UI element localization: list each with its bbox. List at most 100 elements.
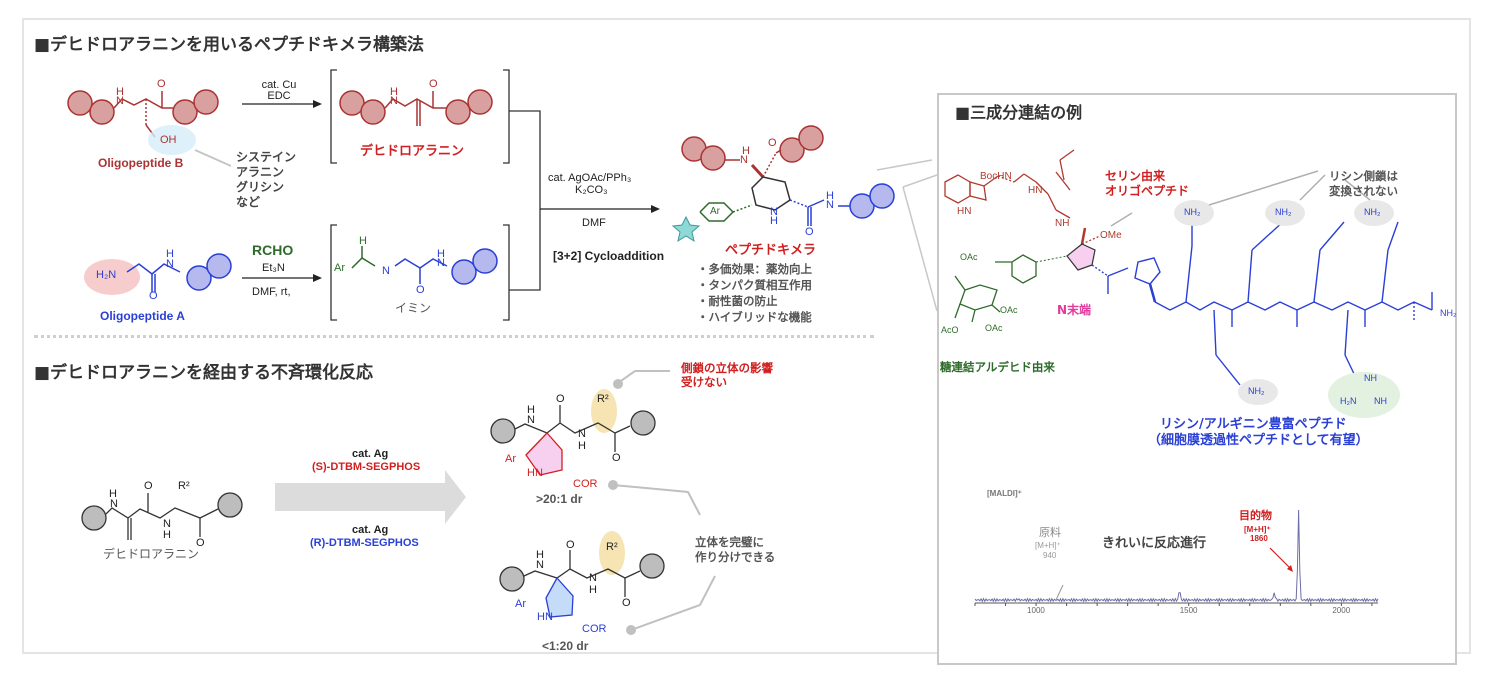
atom-n: N bbox=[437, 257, 445, 269]
arrow-head bbox=[651, 205, 660, 213]
bottom-catalyst-1: cat. Ag bbox=[352, 524, 389, 536]
callout-line bbox=[1208, 170, 1319, 206]
atom-o: O bbox=[566, 539, 575, 551]
atom-n: N bbox=[740, 154, 748, 166]
node bbox=[360, 99, 386, 125]
atom-o: O bbox=[622, 597, 631, 609]
atom-o: O bbox=[416, 284, 425, 296]
start-material-arrow bbox=[1055, 584, 1064, 601]
atom-cor: COR bbox=[573, 478, 598, 490]
lysine-note-1: リシン側鎖は bbox=[1329, 169, 1398, 183]
big-arrow bbox=[275, 470, 466, 524]
side-chain-note-1: 側鎖の立体の影響 bbox=[681, 361, 773, 375]
serine-label-2: オリゴペプチド bbox=[1105, 184, 1190, 198]
figure-frame bbox=[22, 18, 1471, 654]
node bbox=[445, 99, 471, 125]
oligopeptide-b-structure bbox=[67, 89, 219, 138]
atom-hn: HN bbox=[527, 467, 543, 479]
atom-h: H bbox=[116, 86, 124, 98]
cycloaddition-label: [3+2] Cycloaddition bbox=[553, 249, 665, 263]
aryl-bond bbox=[1035, 255, 1068, 263]
atom-h: H bbox=[166, 248, 174, 260]
x-tick-label: 2000 bbox=[1332, 606, 1351, 615]
peptide-chimera-structure bbox=[671, 125, 895, 243]
atom-nh2: NH₂ bbox=[1184, 207, 1201, 217]
sugar-label: 糖連結アルデヒド由来 bbox=[940, 360, 1055, 374]
atom-o: O bbox=[144, 480, 153, 492]
atom-h: H bbox=[589, 584, 597, 596]
callout-dot bbox=[613, 379, 623, 389]
atom-n: N bbox=[826, 199, 834, 211]
top-catalyst-1: cat. Ag bbox=[352, 448, 389, 460]
atom-o: O bbox=[556, 393, 565, 405]
callout-line bbox=[1299, 174, 1326, 201]
atom-ome: OMe bbox=[1100, 230, 1122, 241]
atom-h: H bbox=[359, 235, 367, 247]
atom-n: N bbox=[163, 518, 171, 530]
step2-reagent-1: Et₃N bbox=[262, 262, 285, 274]
callout-line bbox=[630, 575, 716, 631]
atom-nh: NH bbox=[1374, 396, 1387, 406]
benefit-1: ・多価効果：薬効向上 bbox=[697, 262, 812, 276]
bracket-left bbox=[330, 69, 337, 164]
atom-n: N bbox=[578, 428, 586, 440]
oligopeptide-a-structure bbox=[126, 253, 232, 292]
step3-reagent-2: K₂CO₃ bbox=[575, 184, 608, 196]
pyrrolidine-ring bbox=[1066, 243, 1096, 271]
section1-title: ■デヒドロアラニンを用いるペプチドキメラ構築法 bbox=[34, 35, 425, 55]
atom-n: N bbox=[390, 95, 398, 107]
oligopeptide-a-label: Oligopeptide A bbox=[100, 309, 185, 323]
atom-nh: NH bbox=[1055, 218, 1070, 229]
atom-aco: AcO bbox=[941, 325, 959, 335]
start-material-ion: [M+H]⁺ bbox=[1035, 541, 1061, 550]
selectivity-note-2: 作り分けできる bbox=[695, 550, 776, 564]
atom-nh2: NH₂ bbox=[1440, 308, 1457, 318]
peptide-label-2: （細胞膜透過性ペプチドとして有望） bbox=[1148, 433, 1369, 448]
bottom-catalyst-2: (R)-DTBM-SEGPHOS bbox=[310, 537, 419, 549]
spectrum-ticks bbox=[974, 603, 1373, 606]
selectivity-note-1: 立体を完璧に bbox=[695, 535, 764, 549]
node bbox=[193, 89, 219, 115]
peptide-label-1: リシン/アルギニン豊富ペプチド bbox=[1160, 417, 1347, 432]
lysine-highlight bbox=[1265, 200, 1305, 226]
section2-title: ■デヒドロアラニンを経由する不斉環化反応 bbox=[34, 363, 374, 383]
bracket-right bbox=[503, 69, 510, 164]
atom-h: H bbox=[163, 529, 171, 541]
node bbox=[67, 90, 93, 116]
atom-ar: Ar bbox=[710, 206, 720, 217]
atom-h2n: H₂N bbox=[1340, 396, 1357, 406]
benefit-3: ・耐性菌の防止 bbox=[697, 294, 778, 308]
atom-n: N bbox=[770, 206, 778, 218]
atom-nh2: NH₂ bbox=[1275, 207, 1292, 217]
lysine-note-2: 変換されない bbox=[1329, 184, 1398, 198]
atom-o: O bbox=[149, 290, 158, 302]
substrate-label: デヒドロアラニン bbox=[103, 547, 200, 561]
node bbox=[172, 99, 198, 125]
atom-ar: Ar bbox=[515, 598, 526, 610]
oligopeptide-b-label: Oligopeptide B bbox=[98, 156, 184, 170]
imine-structure bbox=[351, 246, 498, 285]
atom-h: H bbox=[578, 440, 586, 452]
atom-r2: R² bbox=[178, 480, 190, 492]
product-peak-ion: [M+H]⁺ bbox=[1244, 525, 1271, 534]
atom-h: H bbox=[826, 190, 834, 202]
atom-o: O bbox=[768, 137, 777, 149]
atom-oac: OAc bbox=[960, 252, 978, 262]
lysine-highlight bbox=[1174, 200, 1214, 226]
section-divider bbox=[34, 335, 874, 338]
atom-nh: NH bbox=[1364, 373, 1377, 383]
residue-note-3: グリシン bbox=[236, 180, 285, 194]
bottom-strip bbox=[0, 678, 1491, 696]
atom-o: O bbox=[612, 452, 621, 464]
atom-n: N bbox=[166, 258, 174, 270]
node bbox=[467, 89, 493, 115]
product-peak-arrow bbox=[1269, 547, 1291, 569]
top-dr: >20:1 dr bbox=[536, 492, 583, 506]
atom-n: N bbox=[589, 572, 597, 584]
atom-r2: R² bbox=[606, 541, 618, 553]
arrow-head bbox=[313, 274, 322, 282]
zoom-connector bbox=[902, 174, 938, 188]
step3-reagent-1: cat. AgOAc/PPh₃ bbox=[548, 172, 632, 184]
